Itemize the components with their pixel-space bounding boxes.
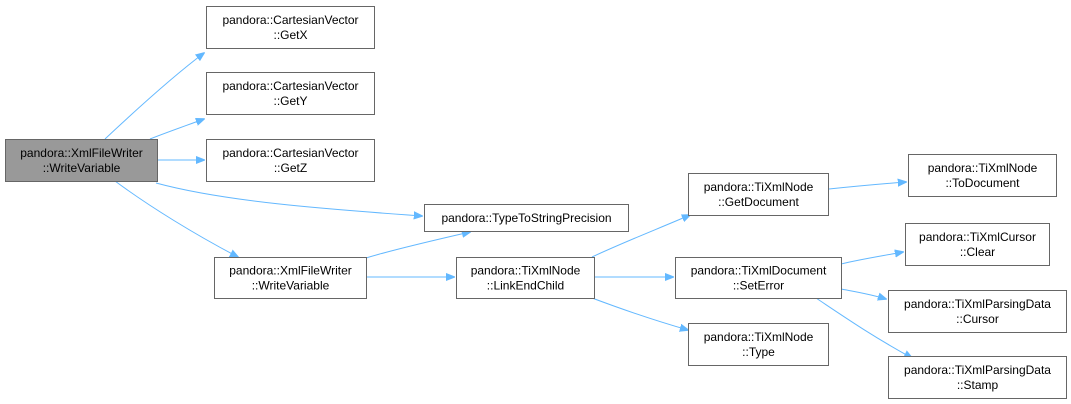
node-box[interactable] bbox=[675, 257, 842, 299]
node-label-member: ::Type bbox=[742, 345, 775, 359]
node-n14[interactable]: pandora::TiXmlNode::Type bbox=[688, 323, 829, 366]
node-label-scope: pandora::CartesianVector bbox=[222, 13, 358, 27]
edge-n10-n11 bbox=[840, 252, 903, 265]
edge-n8-n9 bbox=[828, 182, 906, 190]
node-label-member: ::GetZ bbox=[274, 161, 307, 175]
node-box[interactable] bbox=[456, 257, 595, 299]
node-label-member: ::WriteVariable bbox=[252, 279, 330, 293]
node-label-scope: pandora::TiXmlDocument bbox=[691, 264, 827, 278]
node-box[interactable] bbox=[206, 72, 375, 115]
node-box[interactable] bbox=[5, 139, 158, 182]
node-box[interactable] bbox=[424, 204, 629, 232]
node-box[interactable] bbox=[206, 139, 375, 182]
edge-n10-n13 bbox=[815, 297, 912, 358]
node-label-scope: pandora::TiXmlNode bbox=[704, 180, 814, 194]
node-box[interactable] bbox=[905, 223, 1050, 266]
node-n10[interactable]: pandora::TiXmlDocument::SetError bbox=[675, 257, 842, 299]
node-label-member: ::ToDocument bbox=[945, 176, 1020, 190]
node-label-member: ::Cursor bbox=[956, 312, 999, 326]
edge-n6-n5 bbox=[365, 232, 470, 259]
node-n5[interactable]: pandora::TypeToStringPrecision bbox=[424, 204, 629, 232]
node-label-scope: pandora::TiXmlNode bbox=[928, 161, 1038, 175]
node-box[interactable] bbox=[908, 154, 1057, 197]
node-label-scope: pandora::TiXmlNode bbox=[704, 330, 814, 344]
node-n13[interactable]: pandora::TiXmlParsingData::Stamp bbox=[888, 356, 1067, 399]
node-label-scope: pandora::TiXmlNode bbox=[471, 264, 581, 278]
node-label-scope: pandora::XmlFileWriter bbox=[20, 146, 142, 160]
node-n12[interactable]: pandora::TiXmlParsingData::Cursor bbox=[888, 290, 1067, 333]
edge-n7-n14 bbox=[591, 297, 688, 330]
node-label-scope: pandora::TiXmlCursor bbox=[919, 230, 1036, 244]
node-box[interactable] bbox=[688, 173, 829, 216]
edge-n1-n3 bbox=[149, 119, 204, 140]
node-label-scope: pandora::XmlFileWriter bbox=[229, 264, 351, 278]
node-label-member: ::GetDocument bbox=[718, 195, 799, 209]
node-label-scope: pandora::CartesianVector bbox=[222, 79, 358, 93]
edge-n1-n2 bbox=[104, 53, 204, 140]
edge-n1-n5 bbox=[155, 182, 422, 216]
node-label-member: ::LinkEndChild bbox=[487, 279, 564, 293]
node-label-scope: pandora::TypeToStringPrecision bbox=[441, 211, 611, 225]
edge-n1-n6 bbox=[114, 180, 238, 257]
node-n1[interactable]: pandora::XmlFileWriter::WriteVariable bbox=[5, 139, 158, 182]
node-box[interactable] bbox=[688, 323, 829, 366]
node-n7[interactable]: pandora::TiXmlNode::LinkEndChild bbox=[456, 257, 595, 299]
node-label-scope: pandora::TiXmlParsingData bbox=[904, 297, 1051, 311]
edge-n10-n12 bbox=[840, 288, 886, 299]
edge-n7-n8 bbox=[591, 215, 690, 258]
edges-layer bbox=[104, 53, 912, 358]
node-box[interactable] bbox=[214, 257, 367, 299]
node-n4[interactable]: pandora::CartesianVector::GetZ bbox=[206, 139, 375, 182]
node-label-member: ::WriteVariable bbox=[43, 161, 121, 175]
node-box[interactable] bbox=[888, 290, 1067, 333]
node-label-member: ::SetError bbox=[733, 279, 784, 293]
node-n9[interactable]: pandora::TiXmlNode::ToDocument bbox=[908, 154, 1057, 197]
node-label-member: ::Clear bbox=[960, 245, 995, 259]
node-n2[interactable]: pandora::CartesianVector::GetX bbox=[206, 6, 375, 49]
node-n3[interactable]: pandora::CartesianVector::GetY bbox=[206, 72, 375, 115]
nodes-layer: pandora::XmlFileWriter::WriteVariablepan… bbox=[5, 6, 1067, 399]
node-label-member: ::Stamp bbox=[957, 378, 999, 392]
node-label-member: ::GetX bbox=[273, 28, 307, 42]
node-label-scope: pandora::TiXmlParsingData bbox=[904, 363, 1051, 377]
node-box[interactable] bbox=[206, 6, 375, 49]
node-box[interactable] bbox=[888, 356, 1067, 399]
node-n11[interactable]: pandora::TiXmlCursor::Clear bbox=[905, 223, 1050, 266]
node-label-member: ::GetY bbox=[273, 94, 307, 108]
node-label-scope: pandora::CartesianVector bbox=[222, 146, 358, 160]
node-n6[interactable]: pandora::XmlFileWriter::WriteVariable bbox=[214, 257, 367, 299]
node-n8[interactable]: pandora::TiXmlNode::GetDocument bbox=[688, 173, 829, 216]
